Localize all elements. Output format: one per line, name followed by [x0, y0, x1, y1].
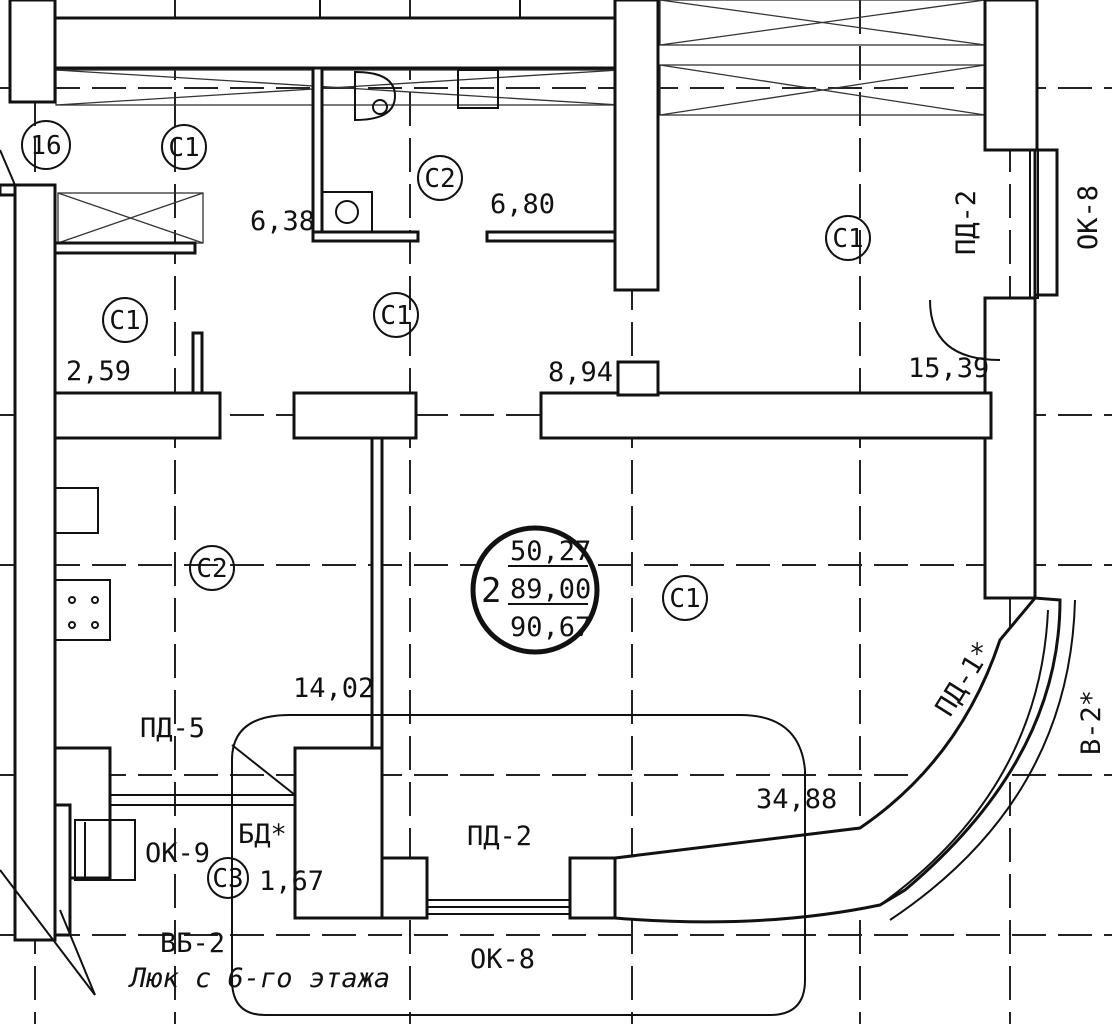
zone-c3-label: С3: [212, 864, 243, 894]
hatch-note: Люк с 6-го этажа: [128, 963, 390, 994]
zone-c2-label: С2: [424, 164, 455, 194]
axis-marker: 16: [21, 120, 71, 170]
walls: [0, 0, 1076, 942]
axis-marker-label: 16: [30, 131, 61, 161]
windows: [109, 149, 1039, 915]
ok8-vertical-mark: ОК-8: [1073, 185, 1104, 250]
hatch-fixture: [74, 819, 136, 881]
bd-mark: БД*: [238, 819, 287, 850]
vb2-mark: ВБ-2: [160, 928, 225, 959]
living-area-value: 50,27: [510, 536, 591, 567]
zone-c1-label: С1: [109, 306, 140, 336]
toilet-fixture: [354, 70, 397, 122]
bathroom-area: 6,80: [490, 189, 555, 220]
zone-c2-label: С2: [196, 554, 227, 584]
closet-area: 2,59: [66, 356, 131, 387]
zone-markers: С1 С2 С1 С1 С1 С2 С1 С3: [102, 124, 871, 899]
shower-fixture: [321, 191, 373, 233]
door-swing: [929, 299, 1001, 361]
balcony-outline: [231, 714, 806, 1016]
rooms-count-value: 2: [481, 571, 501, 611]
sink-fixture: [457, 69, 499, 109]
pd5-mark: ПД-5: [140, 713, 205, 744]
corridor-area: 8,94: [548, 357, 613, 388]
kitchen-area: 14,02: [293, 673, 374, 704]
total-area-value: 89,00: [510, 574, 591, 605]
zone-c1-label: С1: [168, 133, 199, 163]
zone-c1-label: С1: [669, 584, 700, 614]
total-area-balcony-value: 90,67: [510, 612, 591, 643]
v2-mark: В-2*: [1076, 690, 1107, 755]
living-room-area: 34,88: [756, 784, 837, 815]
balcony-area: 1,67: [259, 866, 324, 897]
pd2-vertical-mark: ПД-2: [951, 190, 982, 255]
hall-area: 6,38: [250, 206, 315, 237]
zone-c1-label: С1: [832, 224, 863, 254]
ok8-bottom-mark: ОК-8: [470, 944, 535, 975]
ok9-mark: ОК-9: [145, 838, 210, 869]
bedroom-area: 15,39: [908, 353, 989, 384]
stove-fixture: [54, 579, 111, 641]
zone-c1-label: С1: [380, 301, 411, 331]
pd2-bottom-mark: ПД-2: [467, 821, 532, 852]
apartment-summary: 50,27 89,00 90,67 2: [470, 525, 600, 655]
room-areas: 6,80 6,38 15,39 2,59 8,94 14,02 34,88 1,…: [66, 189, 989, 897]
fixtures: [54, 69, 1001, 881]
kitchen-sink-fixture: [54, 487, 99, 534]
